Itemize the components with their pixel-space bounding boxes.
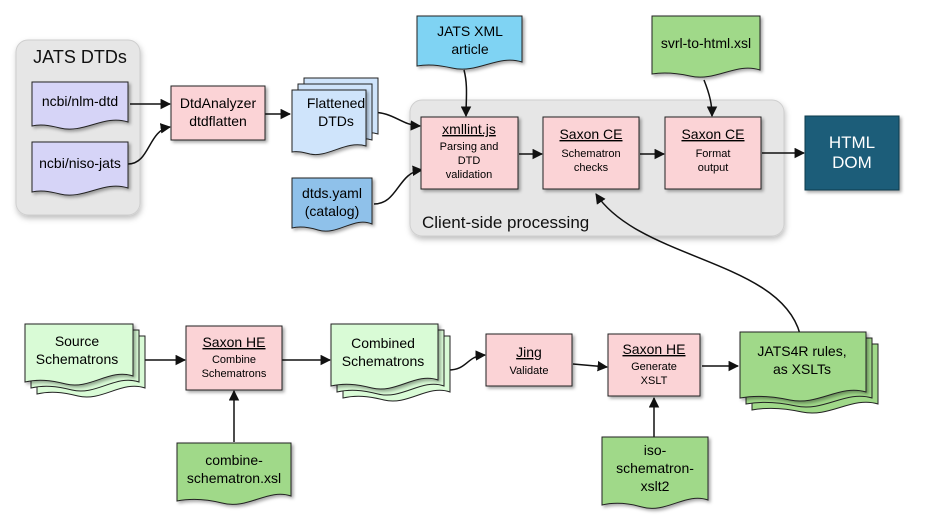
process-xmllint-line3: validation [446,169,492,181]
doc-dtds-yaml: dtds.yaml (catalog) [291,177,373,232]
doc-source-sch-line2: Schematrons [36,351,118,367]
node-html-dom-line2: DOM [832,153,872,172]
doc-niso-jats-label: ncbi/niso-jats [39,155,121,171]
doc-jats-article-line1: JATS XML [437,23,503,39]
doc-flattened-dtds: Flattened DTDs [291,77,379,156]
process-xmllint: xmllint.js Parsing and DTD validation [420,116,519,190]
process-saxon-ce2-title: Saxon CE [681,126,744,142]
node-html-dom: HTML DOM [804,115,900,191]
process-saxon-he2-line1: Generate [631,361,677,373]
doc-niso-jats: ncbi/niso-jats [31,141,129,196]
process-saxon-he2-title: Saxon HE [622,341,685,357]
process-saxon-he-combine: Saxon HE Combine Schematrons [185,325,283,391]
process-saxon-ce-format: Saxon CE Format output [664,116,762,190]
process-dtdanalyzer-line1: DtdAnalyzer [180,95,257,111]
process-jing-line1: Validate [510,365,549,377]
process-saxon-ce2-line1: Format [696,148,731,160]
doc-flattened-line2: DTDs [318,113,354,129]
arrow-niso-to-dtdanalyzer [127,123,172,165]
process-saxon-he1-line1: Combine [212,354,256,366]
doc-combine-schematron: combine- schematron.xsl [176,442,292,505]
group-jats-dtds-label: JATS DTDs [33,47,127,67]
doc-combined-sch-line1: Combined [351,335,415,351]
arrow-svrl-to-saxonce2 [703,79,718,118]
process-saxon-ce-schematron: Saxon CE Schematron checks [542,116,640,190]
doc-nlm-dtd: ncbi/nlm-dtd [31,81,129,130]
process-saxon-he-generate: Saxon HE Generate XSLT [607,333,701,397]
doc-jats4r-line2: as XSLTs [773,361,831,377]
process-saxon-he1-title: Saxon HE [202,334,265,350]
group-client-side-label: Client-side processing [422,213,589,232]
doc-svrl-to-html: svrl-to-html.xsl [651,15,761,78]
doc-jats-article-line2: article [451,41,489,57]
doc-combined-sch-line2: Schematrons [342,353,424,369]
process-dtdanalyzer: DtdAnalyzer dtdflatten [170,85,266,141]
process-saxon-ce2-line2: output [698,162,729,174]
node-html-dom-line1: HTML [829,133,875,152]
doc-dtds-yaml-line1: dtds.yaml [302,185,362,201]
process-saxon-ce1-line1: Schematron [561,148,620,160]
doc-flattened-line1: Flattened [307,95,365,111]
doc-nlm-dtd-label: ncbi/nlm-dtd [42,93,118,109]
process-xmllint-title: xmllint.js [442,121,496,137]
doc-iso-sch-line2: schematron- [616,460,694,476]
doc-jats-article: JATS XML article [416,15,523,70]
arrow-combined-to-jing [447,350,487,371]
arrow-jing-to-saxonhe2 [572,360,609,372]
doc-dtds-yaml-line2: (catalog) [305,203,359,219]
doc-iso-sch-line1: iso- [644,442,667,458]
doc-jats4r-rules: JATS4R rules, as XSLTs [739,331,879,414]
process-jing: Jing Validate [485,333,573,387]
process-saxon-he1-line2: Schematrons [202,368,267,380]
process-saxon-ce1-line2: checks [574,162,609,174]
process-dtdanalyzer-line2: dtdflatten [189,113,247,129]
doc-combine-xsl-line1: combine- [205,452,263,468]
process-saxon-he2-line2: XSLT [641,375,668,387]
process-xmllint-line1: Parsing and [440,141,499,153]
process-saxon-ce1-title: Saxon CE [559,126,622,142]
arrow-jats4r-to-saxonce1 [595,193,801,335]
doc-combined-schematrons: Combined Schematrons [330,323,451,402]
process-jing-title: Jing [516,344,542,360]
doc-source-schematrons: Source Schematrons [24,323,146,398]
arrow-yaml-to-xmllint [373,165,424,205]
doc-svrl-label: svrl-to-html.xsl [661,35,751,51]
process-xmllint-line2: DTD [458,155,481,167]
doc-iso-sch-line3: xslt2 [641,478,670,494]
doc-combine-xsl-line2: schematron.xsl [187,470,281,486]
doc-source-sch-line1: Source [55,333,100,349]
doc-jats4r-line1: JATS4R rules, [757,343,846,359]
arrow-article-to-xmllint [460,69,472,118]
doc-iso-schematron: iso- schematron- xslt2 [601,436,709,509]
